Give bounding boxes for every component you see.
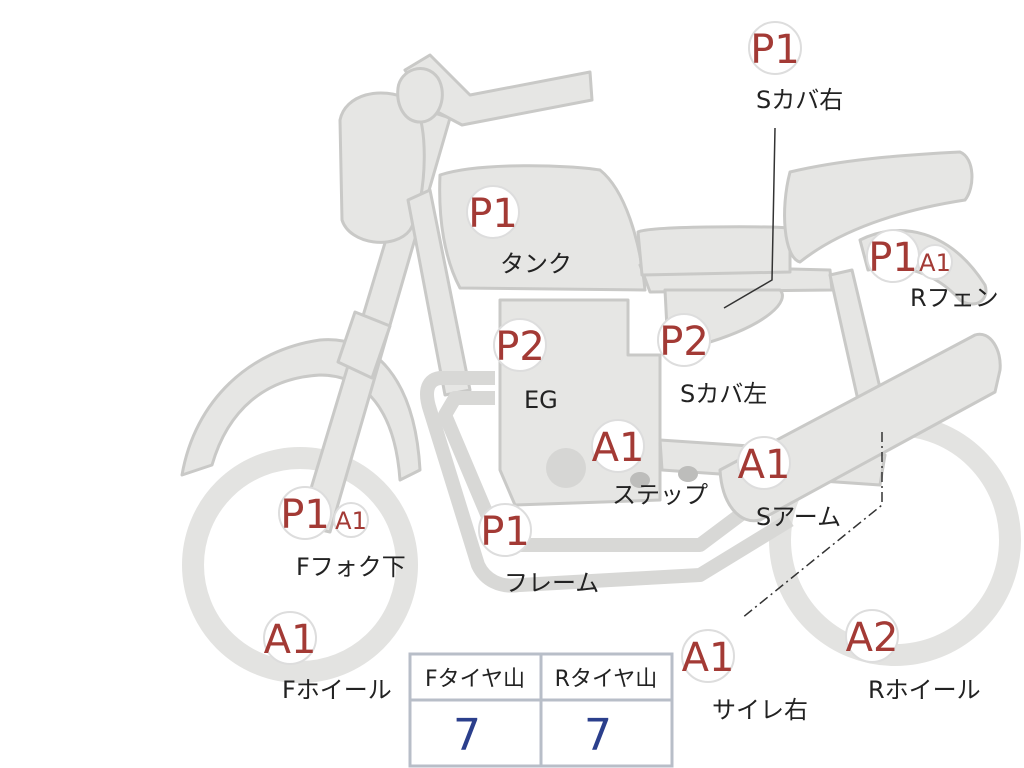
grade2-r-fender: A1 — [919, 249, 951, 277]
handlebar-grip-shape — [396, 67, 444, 124]
label-s-cover-right: Sカバ右 — [756, 86, 843, 114]
badge-circle — [748, 21, 802, 75]
grade-tank: P1 — [468, 191, 518, 237]
front-wheel-shape — [182, 447, 418, 683]
grade-swing-arm: A1 — [738, 442, 791, 488]
seat-shape — [636, 225, 792, 277]
grade-s-cover-right: P1 — [750, 27, 800, 73]
label-frame: フレーム — [504, 569, 599, 597]
table-header-front: Fタイヤ山 — [425, 667, 525, 692]
label-r-fender: Rフェン — [910, 284, 999, 312]
table-value-rear: 7 — [584, 710, 612, 761]
table-value-front: 7 — [453, 710, 481, 761]
label-r-wheel: Rホイール — [868, 676, 981, 704]
label-swing-arm: Sアーム — [756, 503, 841, 531]
leader-line-s-cover-right — [723, 127, 776, 309]
label-muffler-right: サイレ右 — [712, 696, 808, 724]
label-s-cover-left: Sカバ左 — [680, 380, 767, 408]
badge-circle — [917, 244, 953, 280]
footpeg-shape — [630, 472, 650, 488]
label-f-wheel: Fホイール — [282, 676, 392, 704]
exhaust-pipe-lower-shape — [438, 391, 765, 552]
leader-line-muffler-right — [741, 432, 883, 619]
grade-engine: P2 — [495, 324, 545, 370]
fork-boot-shape — [336, 310, 392, 380]
engine-case-cover-shape — [546, 448, 586, 488]
rear-seat-shape — [783, 150, 974, 264]
tire-tread-table: Fタイヤ山 Rタイヤ山 7 7 — [408, 652, 674, 768]
badge-circle — [737, 436, 791, 490]
badge-circle — [493, 318, 547, 372]
frame-downtube-shape — [406, 188, 472, 397]
badge-circle — [845, 609, 899, 663]
label-tank: タンク — [500, 250, 572, 278]
badge-circle — [591, 419, 645, 473]
footpeg-right-shape — [678, 466, 698, 482]
grade-muffler-right: A1 — [682, 635, 735, 681]
table-header-rear: Rタイヤ山 — [555, 667, 658, 692]
label-f-fork-lower: Fフォク下 — [296, 553, 406, 581]
grade-s-cover-left: P2 — [659, 319, 709, 365]
muffler-shape — [718, 332, 1002, 523]
grade-r-fender: P1 — [868, 235, 918, 281]
grade2-f-fork-lower: A1 — [335, 507, 367, 535]
badge-circle — [263, 611, 317, 665]
grade-step: A1 — [592, 425, 645, 471]
badge-circle — [278, 486, 332, 540]
grade-f-fork-lower: P1 — [280, 492, 330, 538]
headlight-shape — [338, 91, 426, 244]
badge-circle — [478, 503, 532, 557]
grade-r-wheel: A2 — [846, 615, 899, 661]
grade-badges — [263, 21, 953, 683]
leader-lines — [723, 127, 883, 619]
label-engine: EG — [524, 386, 558, 414]
badge-circle — [657, 313, 711, 367]
badge-circle — [466, 185, 520, 239]
label-step: ステップ — [612, 481, 708, 509]
badge-circle — [681, 629, 735, 683]
grade-frame: P1 — [480, 509, 530, 555]
exhaust-pipe-shape — [420, 371, 794, 593]
badge-circle — [333, 502, 369, 538]
grade-f-wheel: A1 — [264, 617, 317, 663]
